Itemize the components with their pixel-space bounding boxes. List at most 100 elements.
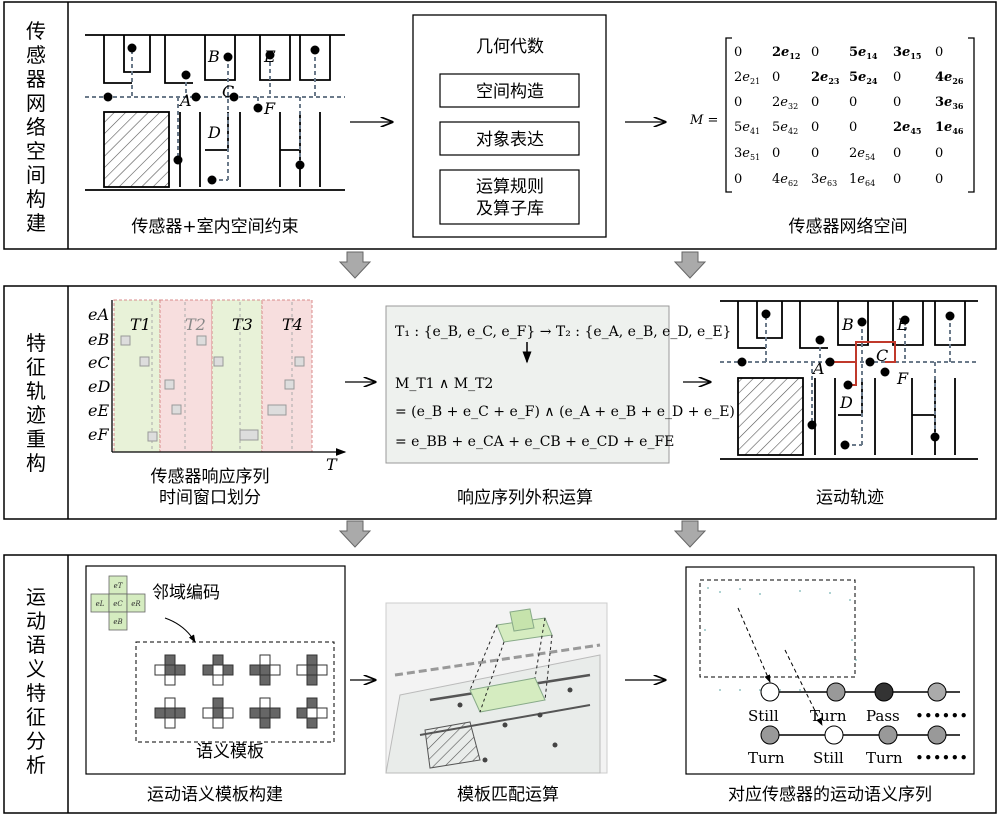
side-char: 析 [26, 753, 46, 777]
template-cell [174, 707, 186, 719]
template-cell [154, 707, 166, 719]
semantic-label: Still [748, 707, 779, 725]
ga-title: 几何代数 [476, 37, 544, 57]
template-cell [202, 664, 214, 676]
caption-sensor-network: 传感器网络空间 [789, 217, 908, 237]
outer-product-formula: T₁ : {e_B, e_C, e_F} → T₂ : {e_A, e_B, e… [385, 305, 735, 464]
matrix-cell: 3e15 [893, 45, 921, 61]
matrix-cell: 0 [772, 146, 780, 161]
template-cell [259, 697, 271, 709]
side-char: 语 [26, 633, 46, 657]
caption-template-matching: 模板匹配运算 [457, 785, 559, 805]
ga-item: 及算子库 [476, 199, 544, 219]
template-cell [306, 717, 318, 729]
side-char: 网 [26, 91, 46, 115]
matrix-cell: 5e24 [849, 70, 878, 86]
template-cell [222, 707, 234, 719]
matrix-name: M = [689, 113, 718, 128]
template-cell [269, 664, 281, 676]
side-char: 构 [26, 187, 46, 211]
matrix-cell: 0 [935, 45, 943, 60]
template-cell [212, 697, 224, 709]
matrix-cell: 2e45 [893, 120, 921, 136]
template-cell [306, 707, 318, 719]
matrix-cell: 0 [893, 95, 901, 110]
svg-text:B: B [207, 47, 220, 66]
matrix-cell: 1e64 [849, 172, 875, 188]
template-cell [212, 707, 224, 719]
sensor-row-label: eE [88, 401, 109, 420]
matrix-cell: 4e62 [772, 172, 798, 188]
sensor-row-label: eA [88, 305, 109, 324]
trajectory-path [855, 341, 896, 363]
side-char: 义 [26, 657, 46, 681]
semantic-label: •••••• [915, 749, 968, 767]
svg-text:C: C [222, 82, 234, 101]
matrix-cell: 0 [935, 146, 943, 161]
semantic-label: Turn [810, 707, 847, 725]
matrix-cell: 3e36 [935, 95, 964, 111]
matrix-cell: 2e23 [811, 70, 840, 86]
caption-semantic-sequence: 对应传感器的运动语义序列 [728, 785, 932, 805]
matrix-cell: 0 [734, 95, 742, 110]
matrix-cell: 2e32 [772, 95, 798, 111]
semantic-label: Pass [866, 707, 900, 725]
side-char: 络 [26, 115, 46, 139]
svg-text:eT: eT [114, 582, 124, 590]
matrix-cell: 0 [893, 172, 901, 187]
semantic-label: •••••• [915, 707, 968, 725]
side-char: 感 [26, 43, 46, 67]
side-char: 特 [26, 331, 46, 355]
matrix-cell: 0 [811, 146, 819, 161]
template-cell [259, 654, 271, 666]
time-window-label: T3 [232, 315, 253, 334]
svg-text:eC: eC [113, 600, 123, 608]
floorplan-row1-sensors [103, 43, 320, 185]
matrix-cell: 0 [811, 95, 819, 110]
semantic-label: Turn [866, 749, 903, 767]
template-cell [202, 707, 214, 719]
side-char: 器 [26, 67, 46, 91]
template-cell [269, 707, 281, 719]
svg-text:eB: eB [113, 618, 122, 626]
time-window-label: T1 [130, 315, 151, 334]
template-cell [306, 674, 318, 686]
svg-text:A: A [178, 91, 192, 110]
matrix-cell: 5e41 [734, 120, 760, 136]
matrix-cell: 1e46 [935, 120, 964, 136]
formula-line: M_T1 ∧ M_T2 [395, 376, 493, 392]
matrix-cell: 0 [849, 120, 857, 135]
matrix-cell: 0 [935, 172, 943, 187]
template-cell [316, 707, 328, 719]
svg-text:C: C [876, 346, 888, 365]
side-char: 间 [26, 163, 46, 187]
matrix-cell: 0 [849, 95, 857, 110]
caption-sensor-indoor: 传感器+室内空间约束 [131, 217, 298, 237]
side-char: 重 [26, 427, 46, 451]
semantic-label: Still [813, 749, 844, 767]
sensor-row-label: eC [88, 353, 110, 372]
time-window-label: T2 [185, 315, 206, 334]
template-cell [164, 707, 176, 719]
svg-text:D: D [207, 123, 221, 142]
caption-outer-product: 响应序列外积运算 [457, 488, 593, 508]
template-cell [259, 717, 271, 729]
neighborhood-cross [90, 575, 146, 631]
formula-line: T₁ : {e_B, e_C, e_F} → T₂ : {e_A, e_B, e… [395, 324, 731, 340]
floorplan-row1-labels: A B C D E F [178, 47, 276, 142]
template-cell [212, 674, 224, 686]
template-cell [306, 664, 318, 676]
caption-template-build: 运动语义模板构建 [147, 785, 283, 805]
side-char: 迹 [26, 403, 46, 427]
template-cell [164, 697, 176, 709]
side-char: 征 [26, 705, 46, 729]
matrix-cell: 0 [734, 172, 742, 187]
semantic-sequence-panel: Still Turn Pass •••••• Turn Still Turn •… [685, 566, 975, 775]
side-char: 轨 [26, 379, 46, 403]
side-char: 传 [26, 19, 46, 43]
svg-text:D: D [839, 393, 853, 412]
matrix-cell: 2e12 [772, 45, 800, 61]
